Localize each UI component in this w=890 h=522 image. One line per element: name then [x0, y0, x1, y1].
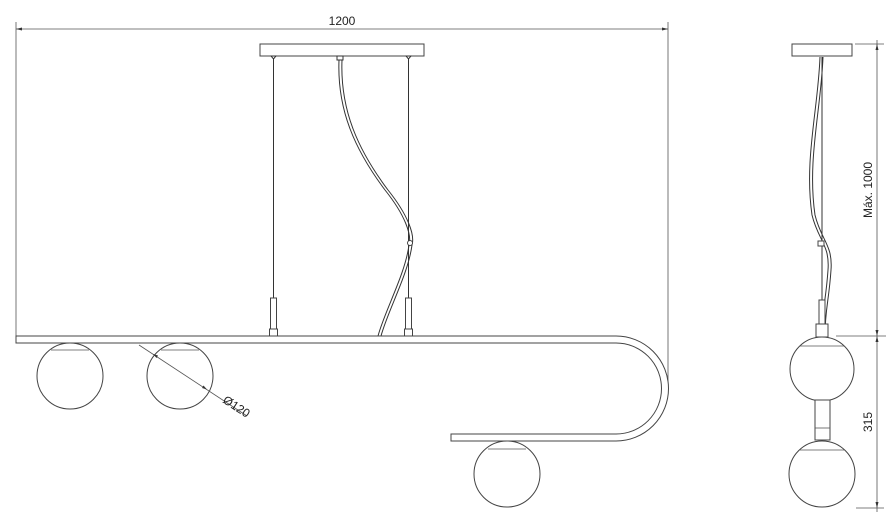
width-dimension: 1200: [15, 14, 669, 388]
suspension-wires: [269, 59, 413, 337]
side-view: [788, 43, 856, 508]
globe-2: [146, 342, 214, 410]
side-globe-bottom: [788, 440, 856, 508]
max-height-label: Máx. 1000: [861, 162, 875, 218]
diameter-label: Ø120: [220, 393, 253, 421]
power-cable: [338, 59, 414, 337]
globe-1: [36, 342, 104, 410]
curved-bar: [15, 335, 669, 442]
globe-lights: [36, 342, 541, 508]
width-dimension-label: 1200: [329, 14, 356, 28]
side-globe-top: [789, 336, 855, 402]
body-height-label: 315: [861, 412, 875, 432]
globe-3: [473, 440, 541, 508]
ceiling-canopy: [259, 43, 425, 61]
height-dimensions: Máx. 1000 315: [836, 40, 886, 512]
